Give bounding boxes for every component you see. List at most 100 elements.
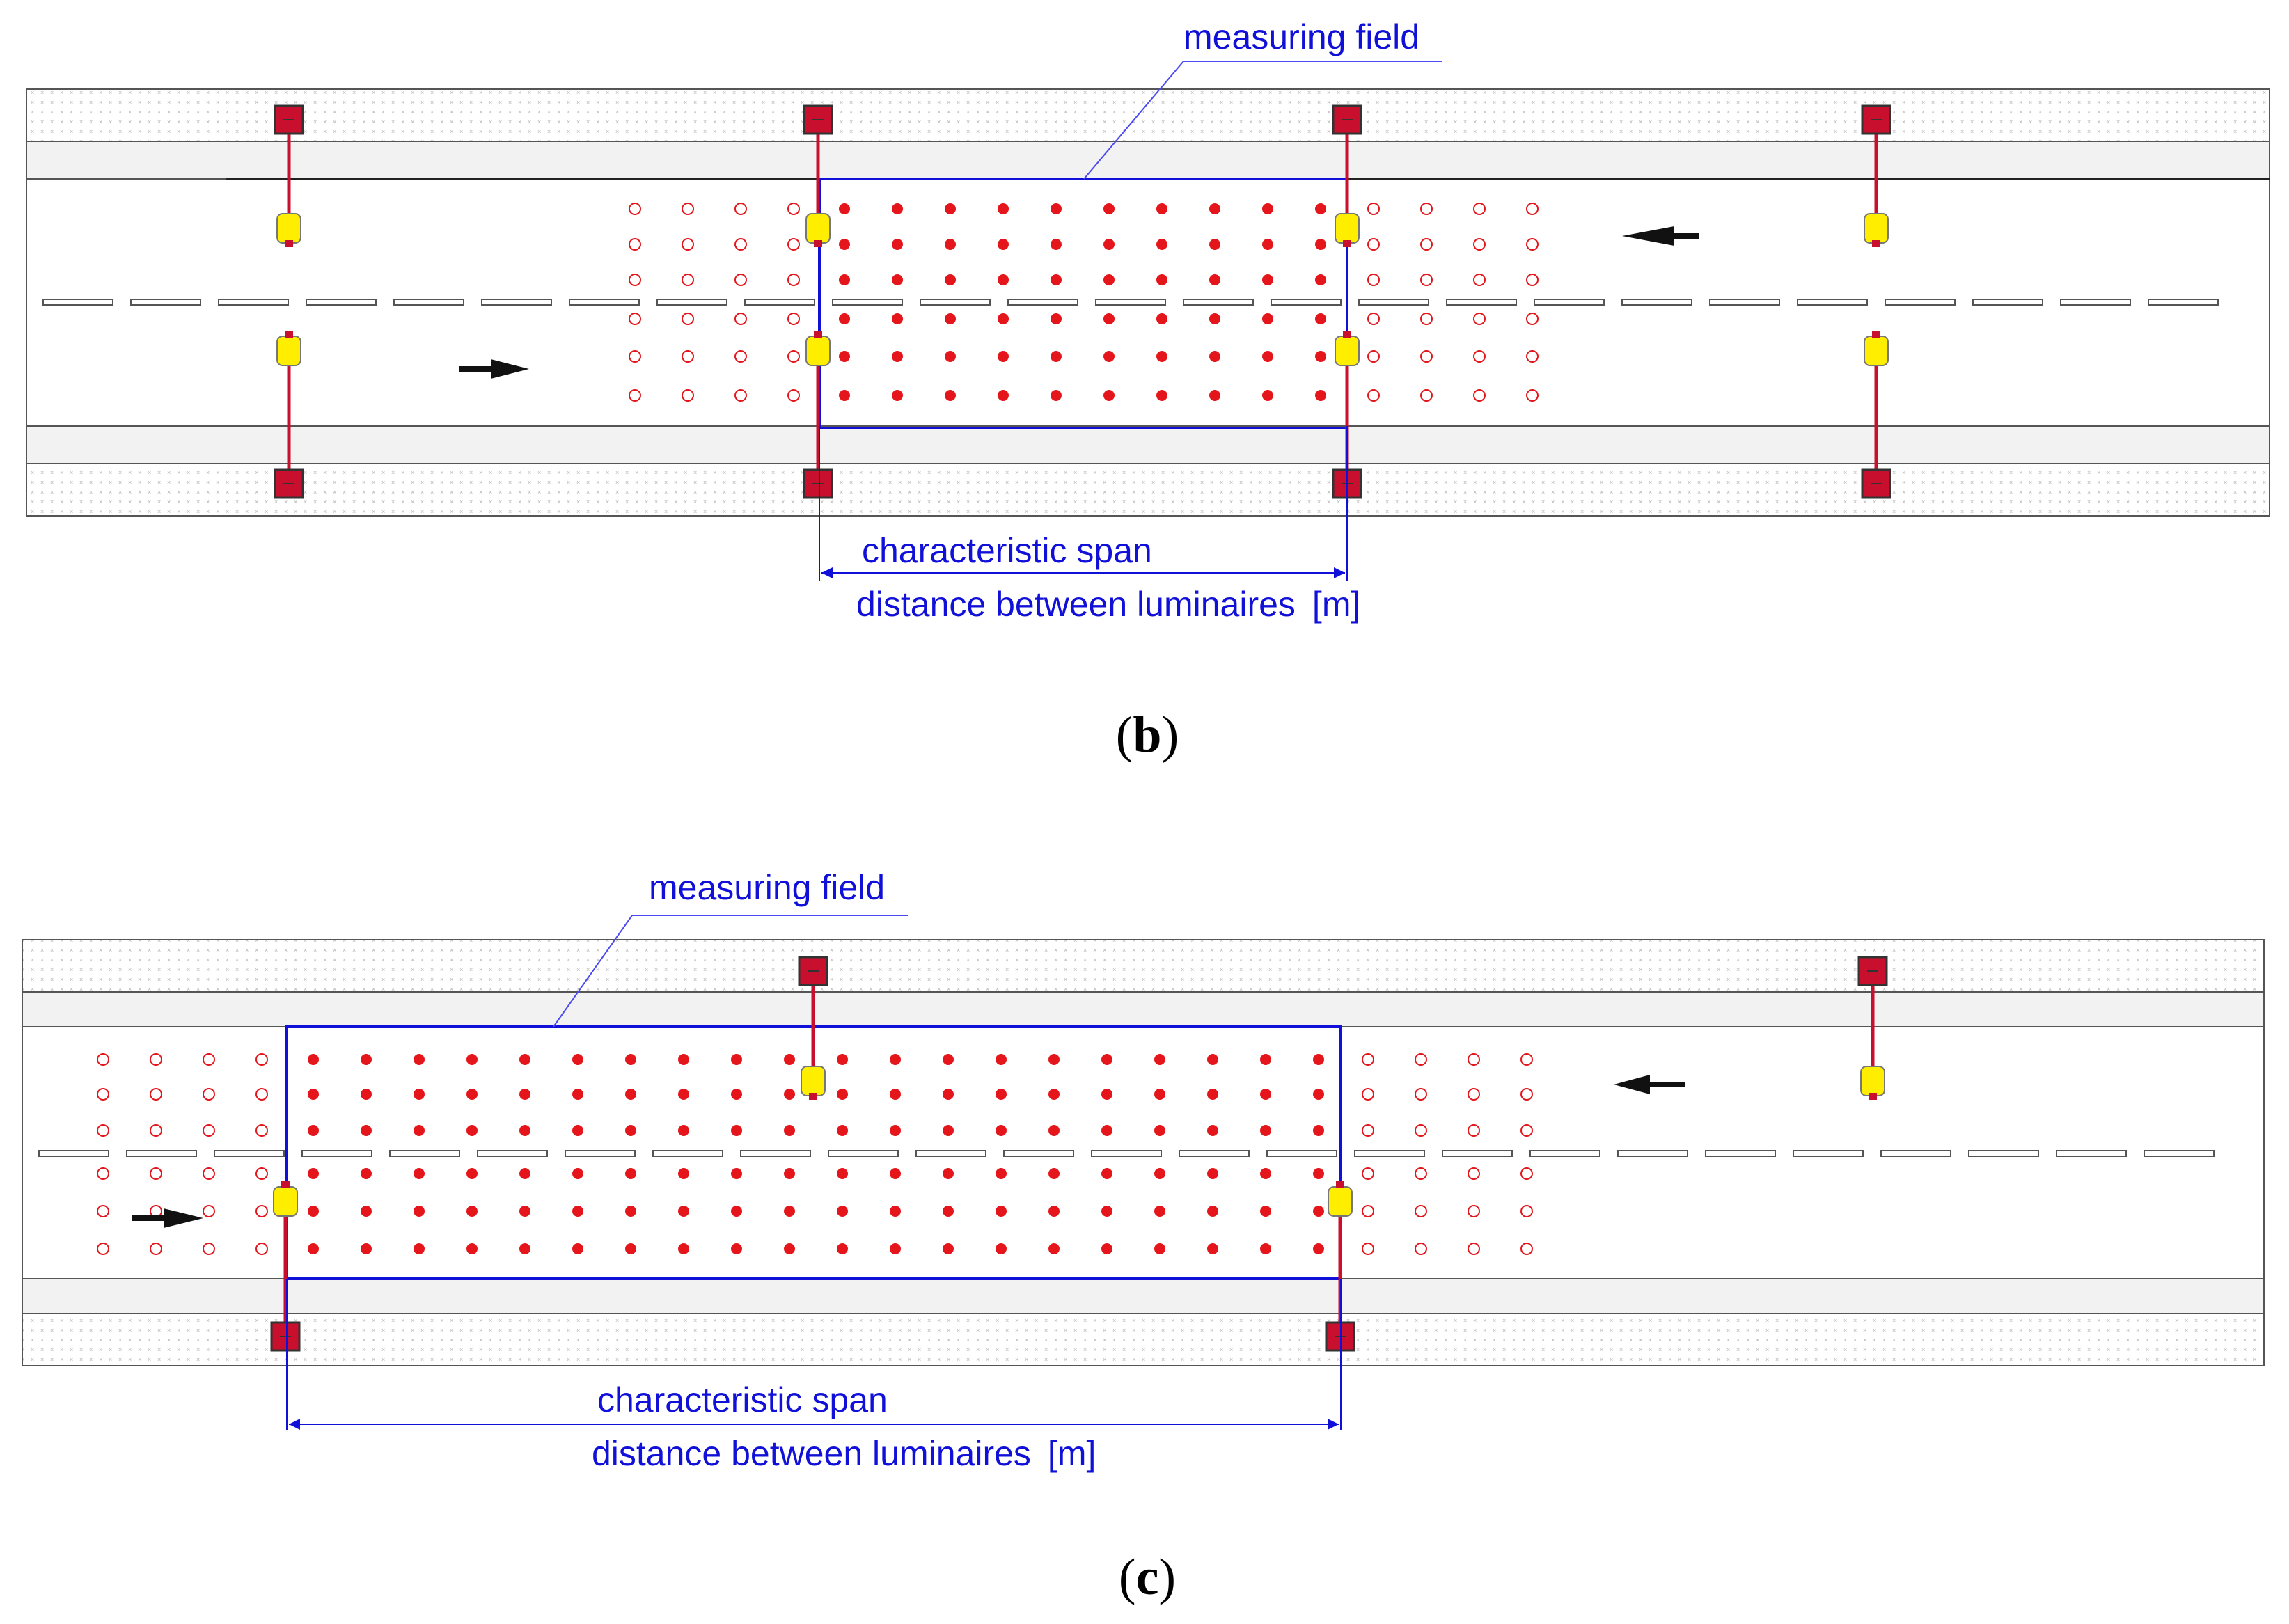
lane-dash xyxy=(1705,1150,1776,1157)
measurement-point-outside xyxy=(629,274,641,286)
distance-label-c: distance between luminaires[m] xyxy=(592,1434,1096,1473)
verge-top-b xyxy=(26,141,2270,180)
measurement-point xyxy=(1207,1054,1218,1065)
lamp-head-icon xyxy=(1335,213,1360,244)
measurement-point xyxy=(361,1168,372,1179)
measurement-point-outside xyxy=(682,350,694,363)
measurement-point xyxy=(784,1206,795,1217)
measurement-point xyxy=(1260,1089,1271,1100)
measurement-point xyxy=(943,1089,954,1100)
measurement-point-outside xyxy=(1526,350,1539,363)
measurement-point xyxy=(943,1206,954,1217)
measurement-point-outside xyxy=(682,313,694,325)
lane-dash xyxy=(1529,1150,1600,1157)
luminaire xyxy=(803,331,833,499)
measurement-point xyxy=(890,1243,901,1254)
measurement-point-outside xyxy=(1520,1124,1533,1137)
measurement-point xyxy=(1103,239,1115,250)
lane-dash xyxy=(477,1150,548,1157)
measurement-point xyxy=(1209,203,1220,214)
measurement-point-outside xyxy=(1520,1053,1533,1066)
measurement-point xyxy=(572,1054,583,1065)
measurement-point xyxy=(678,1089,689,1100)
lane-dash xyxy=(2144,1150,2215,1157)
luminaires-c xyxy=(270,956,1888,1352)
measurement-point-outside xyxy=(1520,1088,1533,1101)
measurement-point-outside xyxy=(1526,203,1539,215)
measurement-point xyxy=(678,1243,689,1254)
measuring-field-frame-b xyxy=(818,178,1348,429)
lane-centerline-c xyxy=(38,1150,2215,1157)
measurement-point-outside xyxy=(255,1124,268,1137)
measurement-point xyxy=(1154,1206,1165,1217)
measurement-point xyxy=(1207,1089,1218,1100)
measurement-point xyxy=(572,1168,583,1179)
measurement-point xyxy=(678,1206,689,1217)
measurement-point-outside xyxy=(255,1053,268,1066)
measurement-point-outside xyxy=(150,1088,162,1101)
lamp-head-icon xyxy=(1860,1066,1885,1096)
measurement-point xyxy=(308,1125,319,1136)
measurement-point-outside xyxy=(734,389,747,402)
measurement-point-outside xyxy=(787,350,800,363)
measurement-point-outside xyxy=(1420,389,1433,402)
measurement-point-outside xyxy=(150,1124,162,1137)
pole-base-icon xyxy=(274,468,304,499)
measurement-point-outside xyxy=(203,1088,215,1101)
measurement-point xyxy=(1048,1206,1060,1217)
measurement-point xyxy=(1313,1206,1324,1217)
measurement-point xyxy=(1156,351,1167,362)
lane-dash xyxy=(218,299,289,306)
measurement-point xyxy=(1313,1054,1324,1065)
measurement-point xyxy=(466,1125,478,1136)
measurement-point-outside xyxy=(255,1088,268,1101)
measurement-point xyxy=(1209,239,1220,250)
measurement-point xyxy=(945,239,956,250)
span-dimension-c xyxy=(286,1279,1342,1430)
measurement-point xyxy=(308,1243,319,1254)
measurement-point-outside xyxy=(1420,274,1433,286)
pole-base-icon xyxy=(1332,104,1362,135)
measurement-point-outside xyxy=(1468,1167,1480,1180)
measurement-point xyxy=(1103,351,1115,362)
lane-dash xyxy=(832,299,903,306)
measurement-point xyxy=(1315,351,1326,362)
traffic-arrow-left-c xyxy=(1614,1075,1685,1094)
lamp-head-icon xyxy=(805,336,831,366)
measurement-point xyxy=(996,1243,1007,1254)
measurement-point xyxy=(308,1089,319,1100)
measurement-point-outside xyxy=(1415,1053,1427,1066)
measurement-point xyxy=(1051,390,1062,401)
measurement-point xyxy=(1262,390,1273,401)
measurement-point xyxy=(1156,239,1167,250)
measurement-point xyxy=(731,1054,742,1065)
measuring-field-leader-c xyxy=(553,915,908,1027)
measurement-point-outside xyxy=(150,1167,162,1180)
measurement-point-outside xyxy=(629,313,641,325)
measurement-point xyxy=(1048,1243,1060,1254)
measurement-point xyxy=(839,313,850,324)
measurement-point xyxy=(784,1125,795,1136)
measurement-point xyxy=(945,274,956,285)
measurement-point-outside xyxy=(1526,389,1539,402)
measurement-point xyxy=(1262,239,1273,250)
measurement-point xyxy=(361,1125,372,1136)
measurement-point xyxy=(731,1089,742,1100)
measurement-point-outside xyxy=(1420,313,1433,325)
measurement-point xyxy=(625,1089,636,1100)
measurement-point xyxy=(1315,239,1326,250)
measurement-point xyxy=(1260,1125,1271,1136)
measurement-point-outside xyxy=(203,1124,215,1137)
measurement-point-outside xyxy=(734,274,747,286)
measurement-point xyxy=(519,1089,530,1100)
measurement-point-outside xyxy=(255,1243,268,1255)
measurement-point xyxy=(1313,1243,1324,1254)
measurement-point xyxy=(837,1125,848,1136)
luminaire xyxy=(798,956,828,1100)
measurement-point-outside xyxy=(203,1205,215,1217)
measurement-point xyxy=(361,1206,372,1217)
lane-dash xyxy=(1534,299,1605,306)
measurement-point xyxy=(1154,1054,1165,1065)
lane-dash xyxy=(740,1150,811,1157)
lane-dash xyxy=(389,1150,460,1157)
